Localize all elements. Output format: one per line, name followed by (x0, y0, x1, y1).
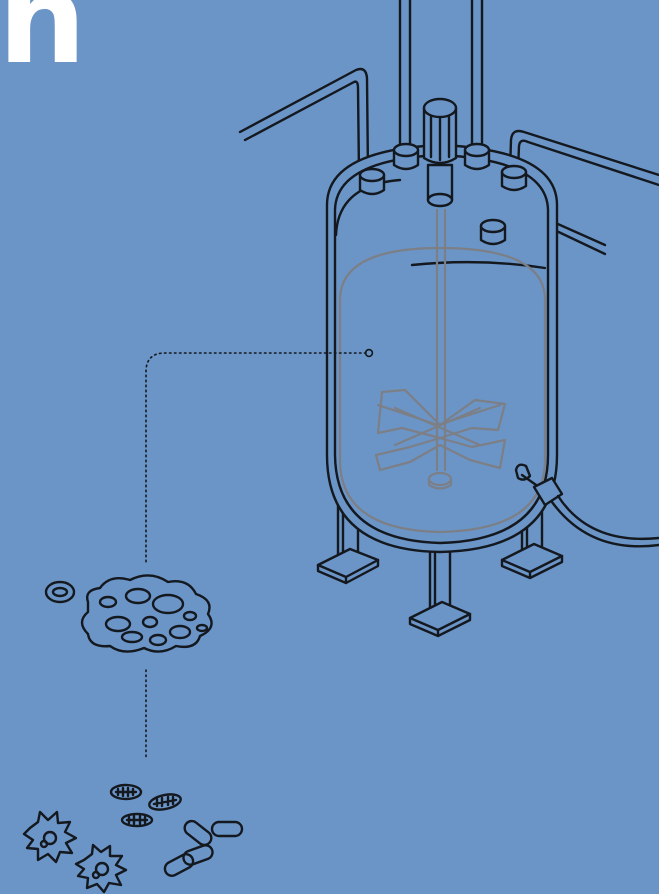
callout-target-dot (364, 348, 374, 358)
vessel-body (325, 143, 559, 554)
vessel-interior (338, 246, 547, 534)
spiky-cells (22, 810, 128, 894)
side-probe (514, 463, 659, 548)
port-lower-right (479, 218, 507, 246)
microorganisms-icon (22, 783, 244, 894)
partial-heading: n (0, 0, 86, 92)
diatom-cells (109, 783, 182, 828)
top-pipes (398, 0, 484, 152)
leg-front (408, 538, 472, 638)
port-b (463, 142, 491, 171)
impeller-assembly (374, 208, 507, 490)
callout-connector (145, 348, 374, 761)
rod-bacteria (163, 819, 244, 877)
cell-cluster-icon (44, 574, 213, 653)
left-inlet-pipe (238, 67, 370, 177)
port-a (392, 142, 420, 171)
drive-motor (422, 97, 458, 208)
lid-ports (358, 142, 528, 246)
port-right (500, 164, 528, 192)
port-left (358, 167, 386, 196)
